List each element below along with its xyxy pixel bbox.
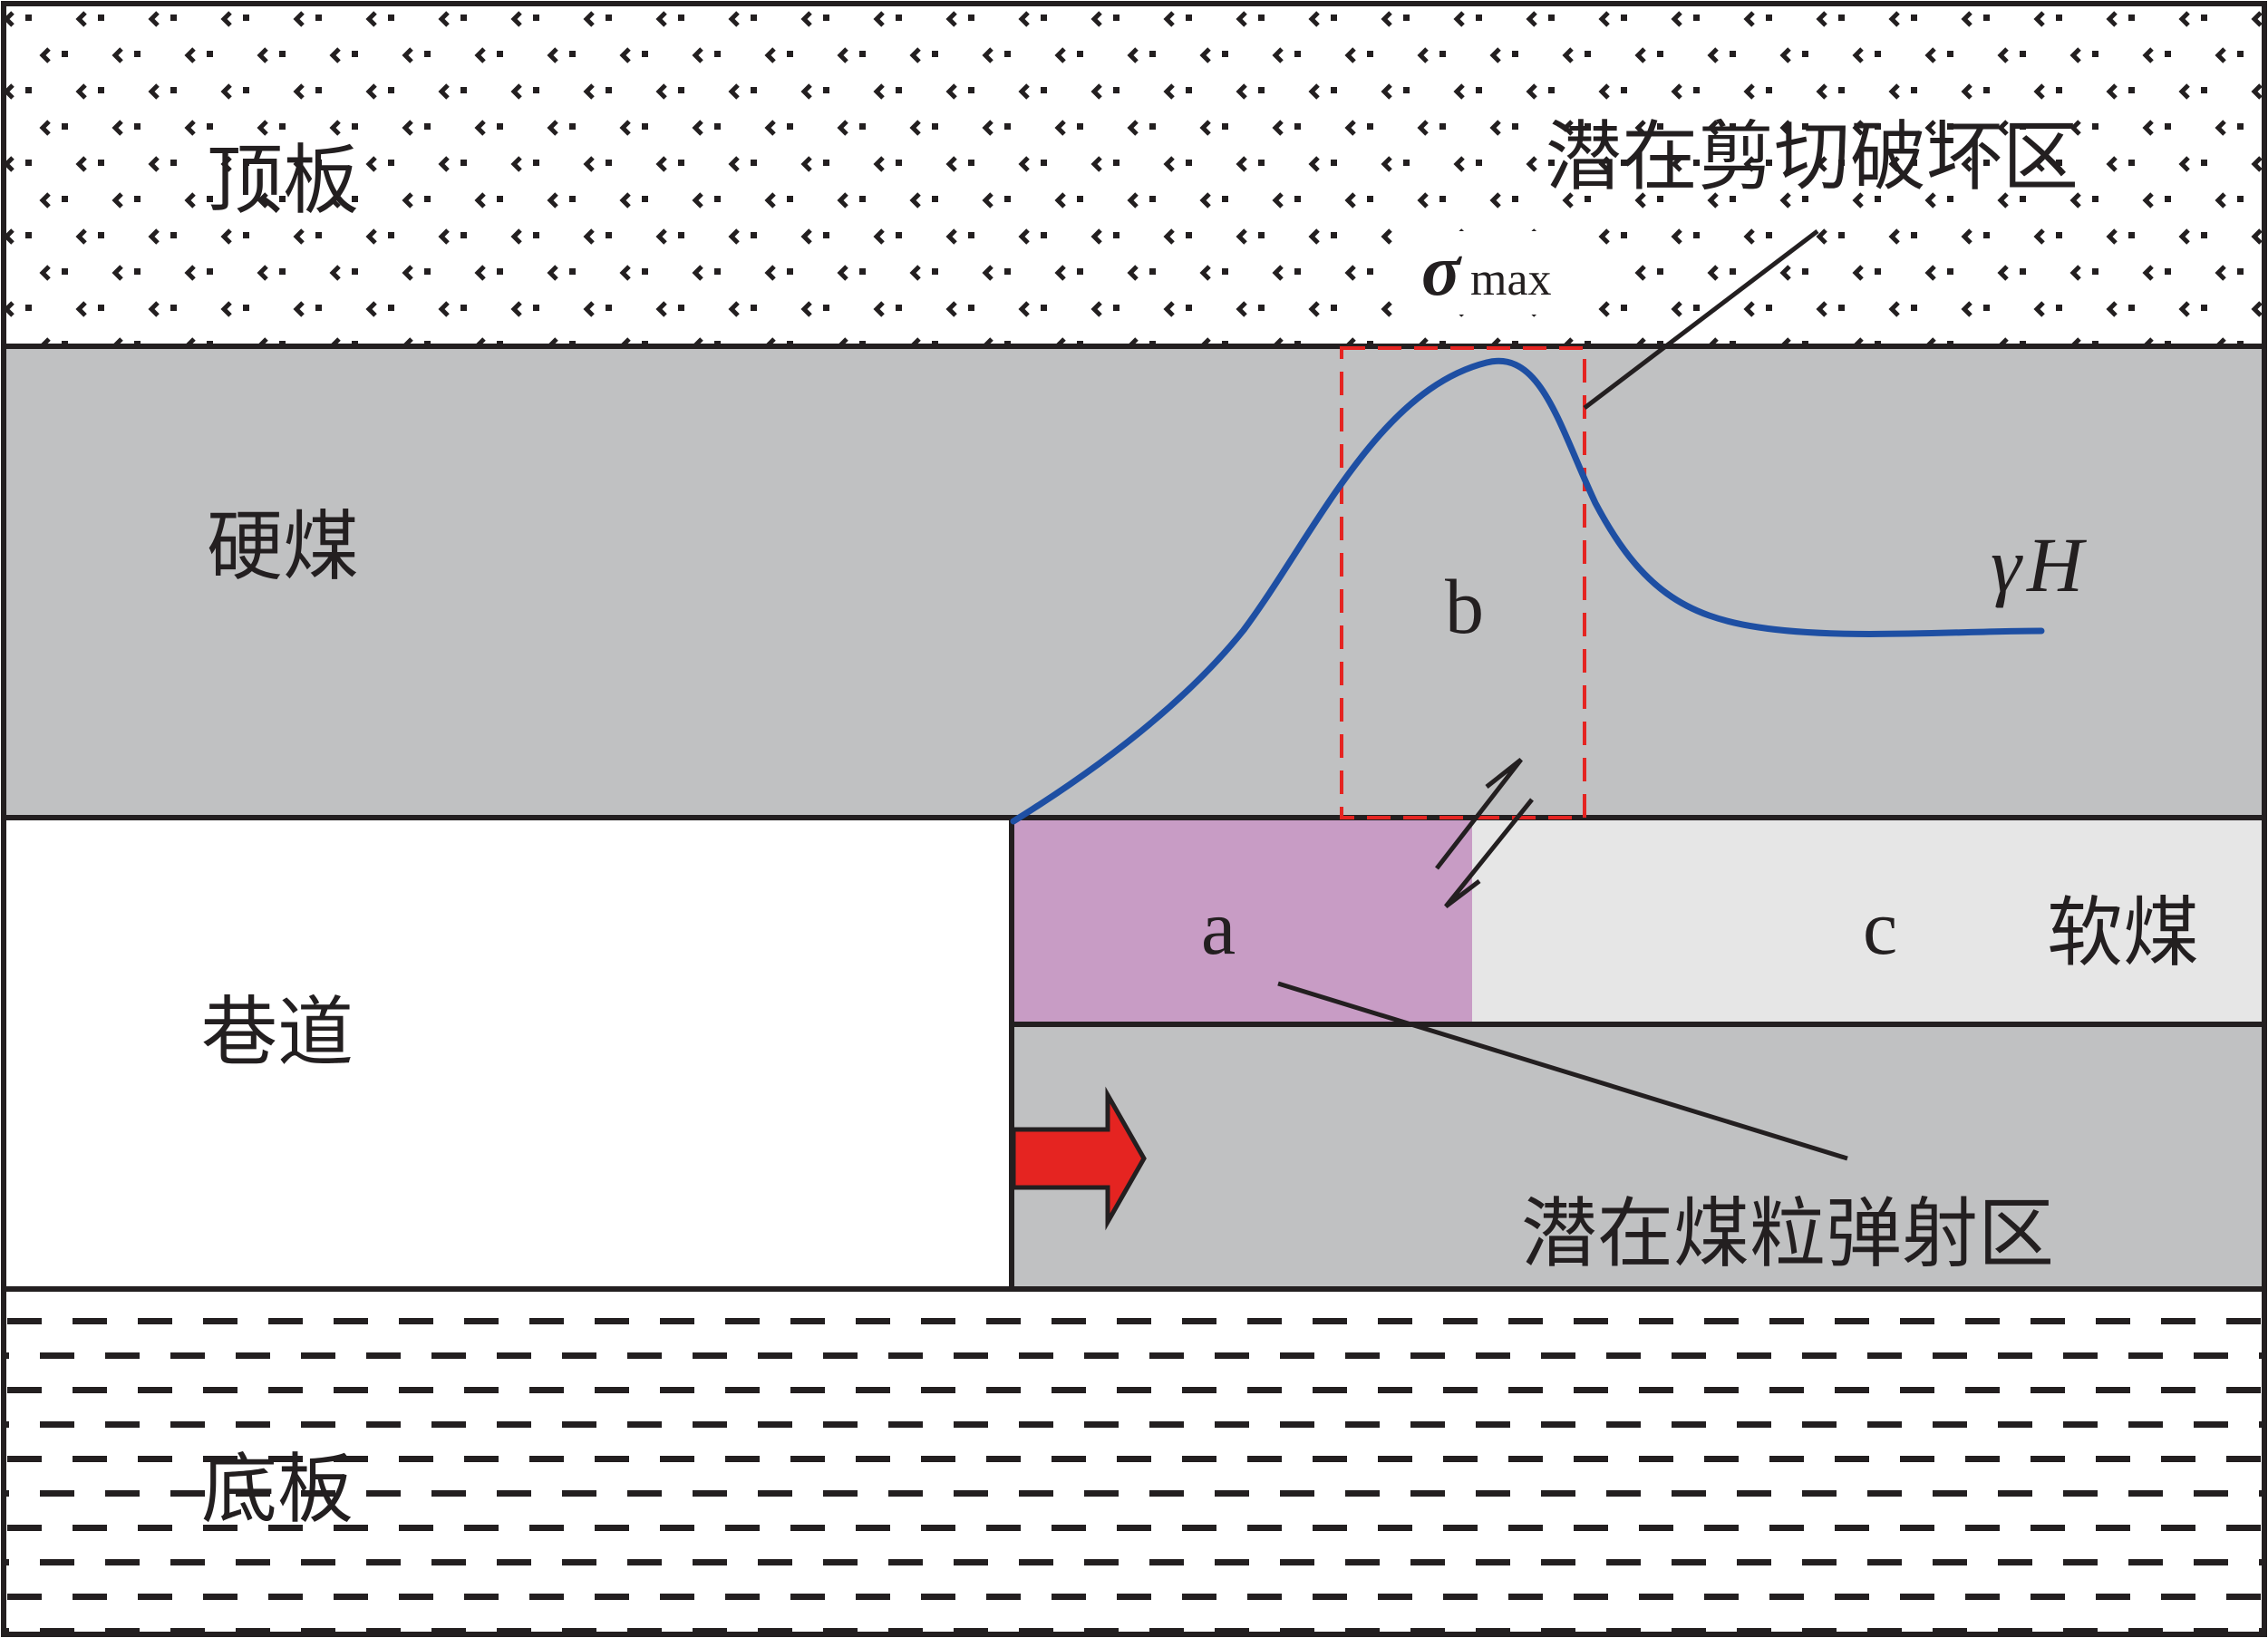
roadway: [1, 815, 1014, 1292]
hard-coal-label: 硬煤: [207, 502, 359, 591]
shear-zone-leader-line: [1583, 229, 1819, 410]
shear-zone-box: [1340, 346, 1586, 819]
sigma-symbol: σ: [1421, 231, 1462, 311]
roof-layer: [1, 1, 2267, 349]
zone-b-label: b: [1445, 563, 1484, 650]
floor-label: 底板: [201, 1445, 354, 1534]
zone-a-label: a: [1201, 884, 1236, 971]
sigma-max-label: σ max: [1421, 231, 1552, 311]
roadway-label: 巷道: [201, 988, 354, 1077]
ejection-zone-label: 潜在煤粒弹射区: [1521, 1189, 2054, 1278]
gamma-symbol: γ: [1991, 521, 2023, 608]
zone-a-region: [1014, 820, 1472, 1022]
ejection-zone-leader-line: [1277, 981, 1848, 1161]
lower-hard-coal-layer: [1009, 1022, 2267, 1292]
sigma-max-label-bg: [1401, 231, 1591, 315]
sigma-subscript: max: [1470, 254, 1552, 305]
shear-slip-symbol: [1435, 758, 1534, 908]
zone-c-label: c: [1863, 884, 1897, 971]
stress-curve: [1010, 357, 2045, 825]
floor-layer: [1, 1286, 2267, 1637]
gamma-h-label: γ H: [1991, 521, 2087, 608]
ejection-direction-arrow: [1011, 1086, 1147, 1231]
roof-label: 顶板: [207, 136, 359, 225]
h-symbol: H: [2026, 521, 2087, 608]
shear-zone-label: 潜在剪切破坏区: [1546, 112, 2079, 201]
soft-coal-label: 软煤: [2047, 888, 2199, 977]
